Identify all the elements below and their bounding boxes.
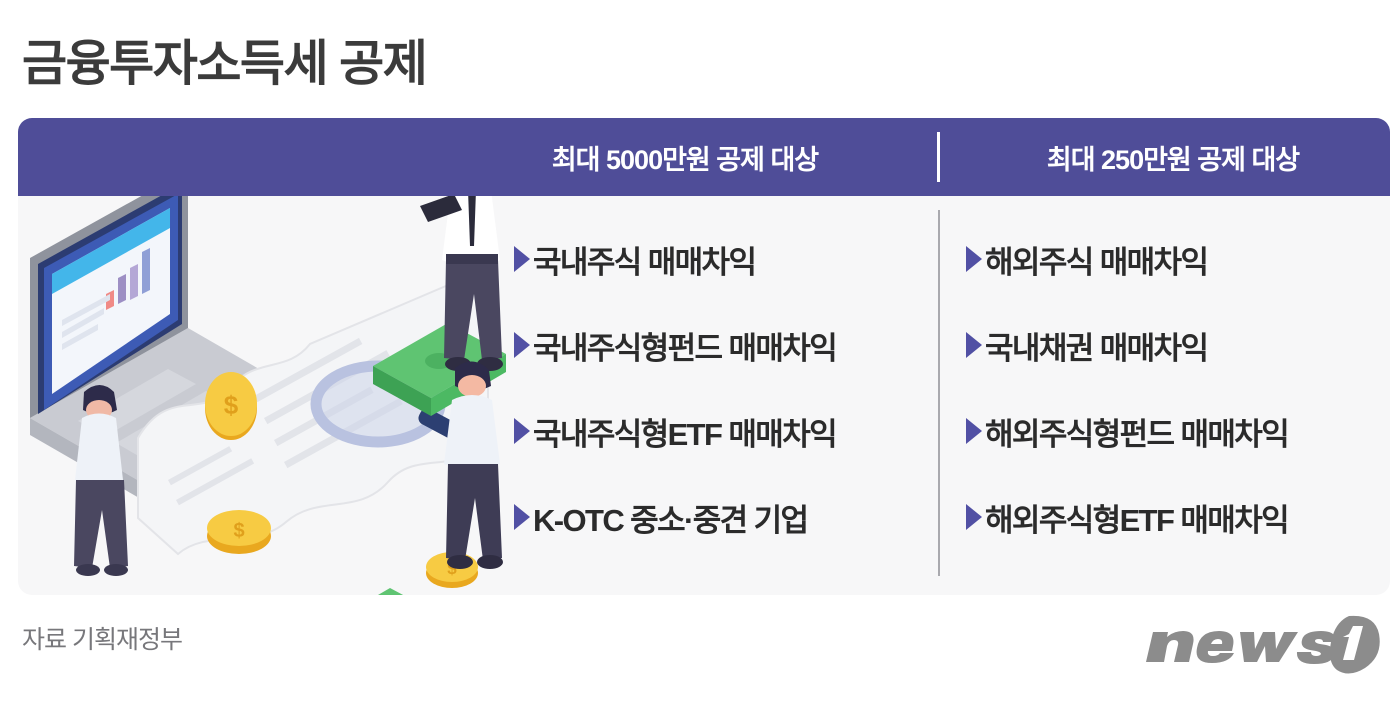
list-item-label: 해외주식 매매차익 — [985, 244, 1209, 280]
deduction-panel: $ $ $ — [18, 118, 1390, 595]
list-item-label: K-OTC 중소·중견 기업 — [533, 502, 809, 538]
list-item-label: 국내주식 매매차익 — [533, 244, 757, 280]
triangle-bullet-icon — [966, 332, 982, 358]
list-item-label: 국내주식형ETF 매매차익 — [533, 416, 838, 452]
list-item: 해외주식형펀드 매매차익 — [966, 388, 1390, 474]
panel-header: 최대 5000만원 공제 대상 최대 250만원 공제 대상 — [18, 118, 1390, 196]
list-item-label: 해외주식형펀드 매매차익 — [985, 416, 1290, 452]
list-item: 국내주식형펀드 매매차익 — [514, 302, 934, 388]
triangle-bullet-icon — [966, 246, 982, 272]
triangle-bullet-icon — [514, 504, 530, 530]
column-divider — [938, 210, 940, 576]
list-item-label: 해외주식형ETF 매매차익 — [985, 502, 1290, 538]
list-item: 국내주식 매매차익 — [514, 216, 934, 302]
list-item-label: 국내주식형펀드 매매차익 — [533, 330, 838, 366]
page-title: 금융투자소득세 공제 — [22, 37, 428, 91]
list-item: 해외주식형ETF 매매차익 — [966, 474, 1390, 560]
list-item-label: 국내채권 매매차익 — [985, 330, 1209, 366]
triangle-bullet-icon — [514, 418, 530, 444]
list-item: 국내채권 매매차익 — [966, 302, 1390, 388]
triangle-bullet-icon — [966, 504, 982, 530]
panel-body: 국내주식 매매차익 국내주식형펀드 매매차익 국내주식형ETF 매매차익 K-O… — [18, 196, 1390, 595]
source-credit: 자료 기획재정부 — [22, 626, 183, 654]
triangle-bullet-icon — [514, 246, 530, 272]
triangle-bullet-icon — [514, 332, 530, 358]
column-right: 해외주식 매매차익 국내채권 매매차익 해외주식형펀드 매매차익 해외주식형ET… — [966, 196, 1390, 595]
news1-logo — [1146, 615, 1380, 674]
list-item: K-OTC 중소·중견 기업 — [514, 474, 934, 560]
list-item: 국내주식형ETF 매매차익 — [514, 388, 934, 474]
header-right: 최대 250만원 공제 대상 — [1046, 144, 1300, 175]
header-left: 최대 5000만원 공제 대상 — [551, 144, 819, 175]
header-divider — [937, 132, 940, 182]
triangle-bullet-icon — [966, 418, 982, 444]
list-item: 해외주식 매매차익 — [966, 216, 1390, 302]
column-left: 국내주식 매매차익 국내주식형펀드 매매차익 국내주식형ETF 매매차익 K-O… — [514, 196, 934, 595]
